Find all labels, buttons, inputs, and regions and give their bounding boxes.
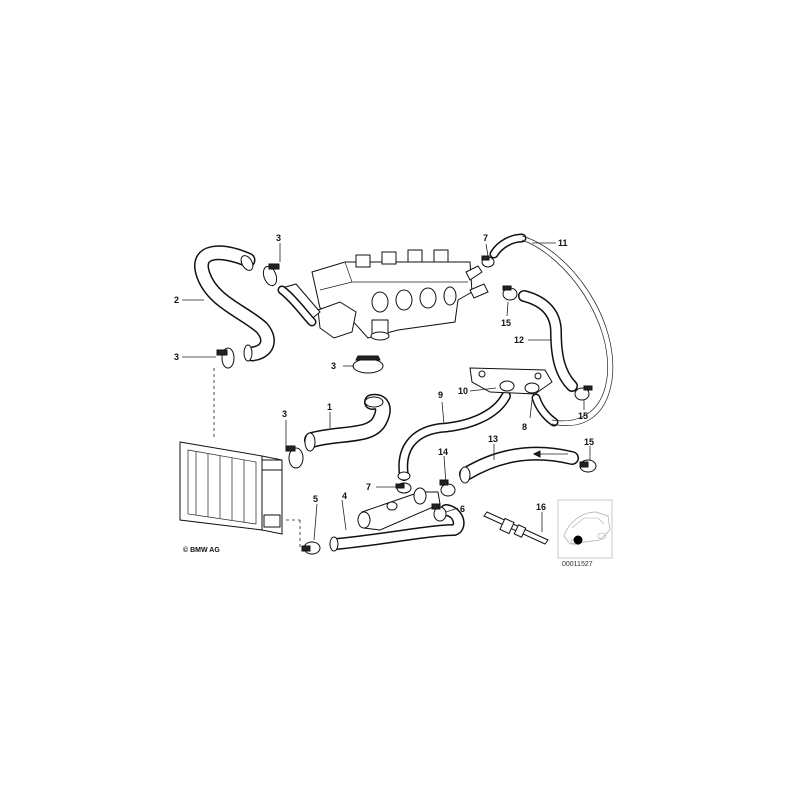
callout-7-lower: 7 <box>366 482 371 492</box>
callout-15-right: 15 <box>584 437 594 447</box>
location-dot-icon <box>573 535 583 545</box>
hose-clamp-14 <box>439 479 456 497</box>
flange-plate <box>469 367 553 395</box>
leader-lines <box>182 242 591 548</box>
hose-clamp-3-left <box>216 347 235 369</box>
hose-clamp-3-lower <box>285 445 304 469</box>
hose-clamp-7-upper <box>481 255 495 268</box>
hose-clamp-7-lower <box>395 482 412 494</box>
hose-12 <box>518 290 578 392</box>
radiator-hose-1 <box>304 393 391 452</box>
coolant-pipe <box>357 487 441 531</box>
callout-10: 10 <box>458 386 468 396</box>
callout-14: 14 <box>438 447 448 457</box>
callout-5: 5 <box>313 494 318 504</box>
callout-2: 2 <box>174 295 179 305</box>
hose-clamp-3-top <box>262 263 280 287</box>
callout-6: 6 <box>460 504 465 514</box>
callout-3-left: 3 <box>174 352 179 362</box>
diagram-code: 00011527 <box>562 561 593 568</box>
radiator-hose-2 <box>194 245 275 362</box>
callout-15-upper: 15 <box>501 318 511 328</box>
callout-9: 9 <box>438 390 443 400</box>
callout-7-upper: 7 <box>483 233 488 243</box>
callout-3-middle: 3 <box>331 361 336 371</box>
hose-4 <box>329 504 465 552</box>
hose-13 <box>459 446 579 484</box>
hose-clamp-6 <box>431 503 447 522</box>
callout-15-lower: 15 <box>578 411 588 421</box>
car-thumbnail-icon <box>557 499 613 559</box>
hose-clamp-5 <box>301 541 321 555</box>
hose-clamp-15-upper <box>502 285 518 301</box>
hose-clamp-3-middle <box>352 355 384 374</box>
hose-11 <box>489 233 614 426</box>
copyright-label: © BMW AG <box>183 546 220 554</box>
hose-clamp-15-lower <box>574 385 593 401</box>
callout-11: 11 <box>558 238 568 248</box>
radiator <box>179 441 283 535</box>
callout-3-top: 3 <box>276 233 281 243</box>
callout-4: 4 <box>342 491 347 501</box>
callout-16: 16 <box>536 502 546 512</box>
cable-tie-16 <box>483 511 549 545</box>
hose-clamp-15-right <box>579 459 597 473</box>
callout-13: 13 <box>488 434 498 444</box>
callout-8: 8 <box>522 422 527 432</box>
hose-9 <box>397 391 511 481</box>
callout-12: 12 <box>514 335 524 345</box>
callout-3-lower: 3 <box>282 409 287 419</box>
callout-1: 1 <box>327 402 332 412</box>
